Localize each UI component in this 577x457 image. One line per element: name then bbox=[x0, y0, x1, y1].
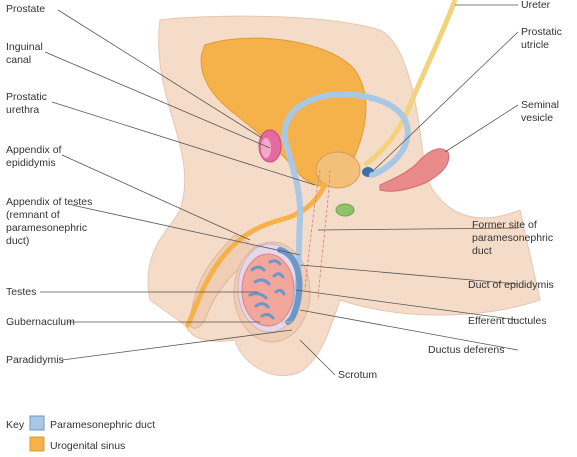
key-label-paramesonephric: Paramesonephric duct bbox=[50, 419, 155, 431]
inguinal-canal-ring bbox=[258, 129, 282, 163]
label-former-site: Former site of paramesonephric duct bbox=[472, 219, 556, 257]
label-appendix-of-testes: Appendix of testes (remnant of parameson… bbox=[6, 196, 95, 247]
label-prostatic-urethra: Prostatic urethra bbox=[6, 91, 50, 116]
key-label-urogenital: Urogenital sinus bbox=[50, 440, 125, 452]
urethra bbox=[185, 182, 328, 328]
ureter-tube bbox=[363, 0, 458, 167]
label-ureter: Ureter bbox=[521, 0, 551, 11]
label-scrotum: Scrotum bbox=[338, 369, 377, 381]
epididymis bbox=[277, 247, 303, 325]
label-appendix-of-epididymis: Appendix of epididymis bbox=[6, 144, 64, 169]
label-efferent-ductules: Efferent ductules bbox=[468, 315, 547, 327]
prostate-gland bbox=[315, 151, 361, 189]
right-leaders bbox=[295, 4, 519, 376]
testis bbox=[241, 253, 295, 327]
label-prostate: Prostate bbox=[6, 3, 45, 15]
label-gubernaculum: Gubernaculum bbox=[6, 316, 75, 328]
tubules bbox=[248, 259, 286, 320]
legend-key: Key Paramesonephric duct Urogenital sinu… bbox=[6, 415, 155, 452]
key-swatch-paramesonephric bbox=[29, 415, 45, 431]
label-ductus-deferens: Ductus deferens bbox=[428, 344, 504, 356]
label-paradidymis: Paradidymis bbox=[6, 354, 64, 366]
label-seminal-vesicle: Seminal vesicle bbox=[521, 99, 562, 124]
ductus-deferens-tube bbox=[281, 91, 411, 321]
key-title: Key bbox=[6, 419, 25, 431]
bulbourethral-gland bbox=[335, 203, 355, 217]
left-leaders bbox=[40, 9, 316, 361]
former-site-dashed bbox=[304, 169, 331, 301]
key-swatch-urogenital bbox=[29, 436, 45, 452]
label-inguinal-canal: Inguinal canal bbox=[6, 41, 46, 66]
seminal-vesicle-shape bbox=[379, 148, 450, 192]
label-testes: Testes bbox=[6, 286, 36, 298]
label-prostatic-utricle: Prostatic utricle bbox=[521, 26, 565, 51]
label-duct-of-epididymis: Duct of epididymis bbox=[468, 279, 554, 291]
penis bbox=[189, 234, 261, 329]
